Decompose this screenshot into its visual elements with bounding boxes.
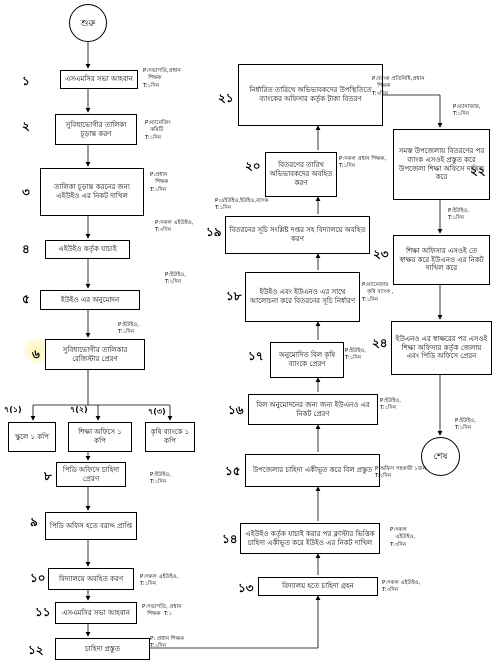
step-number-18: ১৮ (226, 289, 242, 303)
step-number-7b: ৭(২) (70, 405, 88, 414)
step-number-11: ১১ (35, 605, 51, 619)
start-node: শুরু (69, 4, 107, 42)
step-number-6: ৬ (32, 347, 40, 361)
step-number-2: ২ (22, 119, 30, 133)
step-number-10: ১০ (30, 571, 46, 585)
note-step-11: P:সভাপতি, প্রধান শিক্ষক T:১ (142, 604, 182, 618)
step-13-box: বিদ্যালয় হতে চাহিদা গ্রহন (258, 577, 378, 596)
step-number-8: ৮ (44, 469, 52, 483)
step-number-22: ২২ (470, 164, 486, 178)
note-step-24: P:ইউইও, T:১দিন (455, 418, 476, 432)
step-number-23: ২৩ (373, 247, 389, 261)
note-step-17: P:ইউইও, T:১দিন (345, 348, 366, 362)
step-5-box: ইউইও এর অনুমোদন (40, 290, 140, 310)
step-7a-box: স্কুলে ১ কপি (8, 422, 56, 452)
step-24-box: ইউএনও এর স্বাক্ষরের পর এসওই শিক্ষা অফিসা… (391, 321, 492, 375)
note-step-8: P:ইউইও, T:১দিন (150, 472, 171, 486)
step-number-9: ৯ (30, 515, 38, 529)
step-2-box: সুবিধাভোগীর তালিকা চূড়ান্ত করণ (55, 114, 137, 145)
step-7b-box: শিক্ষা অফিসে ১ কপি (68, 422, 132, 452)
step-number-3: ৩ (22, 185, 30, 199)
step-number-5: ৫ (22, 292, 30, 306)
step-number-12: ১২ (28, 643, 44, 657)
step-8-box: পিডি অফিসে চাহিদা প্রেরণ (56, 462, 126, 487)
step-20-box: বিতরণের তারিখ অভিভাবকদের অবহিত করণ (265, 152, 337, 197)
step-number-15: ১৫ (225, 464, 241, 478)
step-1-box: এসএমসির সভা আহবান (60, 70, 138, 89)
note-step-23: P:ইউইও, T:১দিন (448, 208, 469, 222)
step-number-14: ১৪ (222, 532, 238, 546)
note-step-10: P:সকল এইউইও, T:১দিন (140, 574, 179, 588)
note-step-1: P:সভাপতি,প্রধান শিক্ষক T:১দিন (143, 68, 181, 89)
note-step-12: P: প্রধান শিক্ষক T:১দিন (150, 636, 184, 650)
step-18-box: ইউইও এবং ইউএনও এর সাথে আলোচনা করে বিতরনে… (245, 272, 360, 322)
step-23-box: শিক্ষা অফিসার এসওই তে স্বাক্ষর করে ইউএনও… (393, 235, 490, 285)
step-number-24: ২৪ (372, 336, 388, 350)
step-19-box: বিতরনের সূচি সংশ্লিষ্ট দপ্তর সহ বিদ্যালয… (225, 216, 370, 254)
step-number-20: ২০ (245, 159, 261, 173)
step-22-box: সমস্ত উপজেলায় বিতরণের পর ব্যাংক এসওই প্… (393, 129, 490, 200)
step-7c-box: কৃষি ব্যাংকে ১ কপি (145, 422, 195, 452)
step-number-13: ১৩ (238, 581, 254, 595)
step-21-box: নির্ধারিত তারিখে অভিভাবকদের উপস্থিতিতে ব… (238, 64, 383, 126)
step-12-box: চাহিদা প্রস্তুত (55, 638, 150, 660)
step-9-box: পিডি অফিস হতে বরাদ্দ প্রাপ্তি (45, 512, 137, 540)
step-number-17: ১৭ (248, 349, 264, 363)
step-16-box: বিল অনুমোদনের জন্য জন্য ইউএনও এর নিকট প্… (248, 394, 378, 425)
note-step-4: P:সকল এইউইও, T:৩দিন (155, 220, 194, 234)
step-15-box: উপজেলার চাহিদা একীভূত করে বিল প্রস্তুত (245, 454, 380, 487)
step-10-box: বিদ্যালয়ে অবহিত করণ (48, 568, 134, 590)
note-step-5: P:ইউইও, T:২দিন (165, 272, 186, 286)
note-step-6: P:ইউইও, T:১দিন (118, 322, 139, 336)
step-number-7a: ৭(১) (4, 405, 22, 414)
note-step-19: P:এইউইও,ইউইও,ব্যাংক T:১দিন (215, 198, 269, 212)
note-step-3: P:প্রধান শিক্ষক T:১দিন (150, 172, 169, 193)
step-4-box: এইউইও কর্তৃক যাচাই (45, 240, 130, 259)
note-step-13: P:সকল এইউইও, T:৩দিন (382, 580, 421, 594)
note-step-16: P:ইউইও, T:১দিন (380, 398, 401, 412)
step-14-box: এইউইও কর্তৃক যাচাই করার পর ক্লাস্টার ভিত… (240, 523, 380, 554)
note-step-18: P:ম্যানেজার কৃষি ব্যাংক , T:১দিন (362, 282, 394, 303)
note-step-14: P:সকল এইউইও, T:৩দিন (390, 527, 416, 548)
step-number-16: ১৬ (228, 403, 244, 417)
step-17-box: অনুমোদিত বিল কৃষি ব্যাংকে প্রেরণ (270, 342, 344, 378)
step-number-21: ২১ (218, 91, 234, 105)
note-step-15: P:অফিস সহকারী ১জন, T:২দিন (375, 466, 428, 480)
step-11-box: এসএমসির সভা আহবান (55, 602, 137, 624)
end-node: শেষ (421, 437, 460, 476)
step-number-4: ৪ (22, 242, 30, 256)
step-number-1: ১ (22, 74, 30, 88)
note-step-22: P:ম্যানাজার, T:১দিন (453, 104, 481, 118)
step-3-box: তালিকা চূড়ান্ত করনের জন্য এইউইও এর নিকট… (40, 168, 144, 216)
note-step-21: P:ব্যাংক প্রতিনিধি,প্রধান শিক্ষক T:৩দিন (372, 76, 425, 97)
step-6-box: সুবিধাভোগীর তালিকার রেজিস্টার প্রেরণ (45, 339, 145, 370)
note-step-2: P:ম্যানেজিং কমিটি T:১দিন (145, 120, 171, 141)
step-number-7c: ৭(৩) (148, 407, 166, 416)
step-number-19: ১৯ (206, 225, 222, 239)
note-step-20: P:সকল প্রধান শিক্ষক, T:১দিন (339, 156, 387, 170)
